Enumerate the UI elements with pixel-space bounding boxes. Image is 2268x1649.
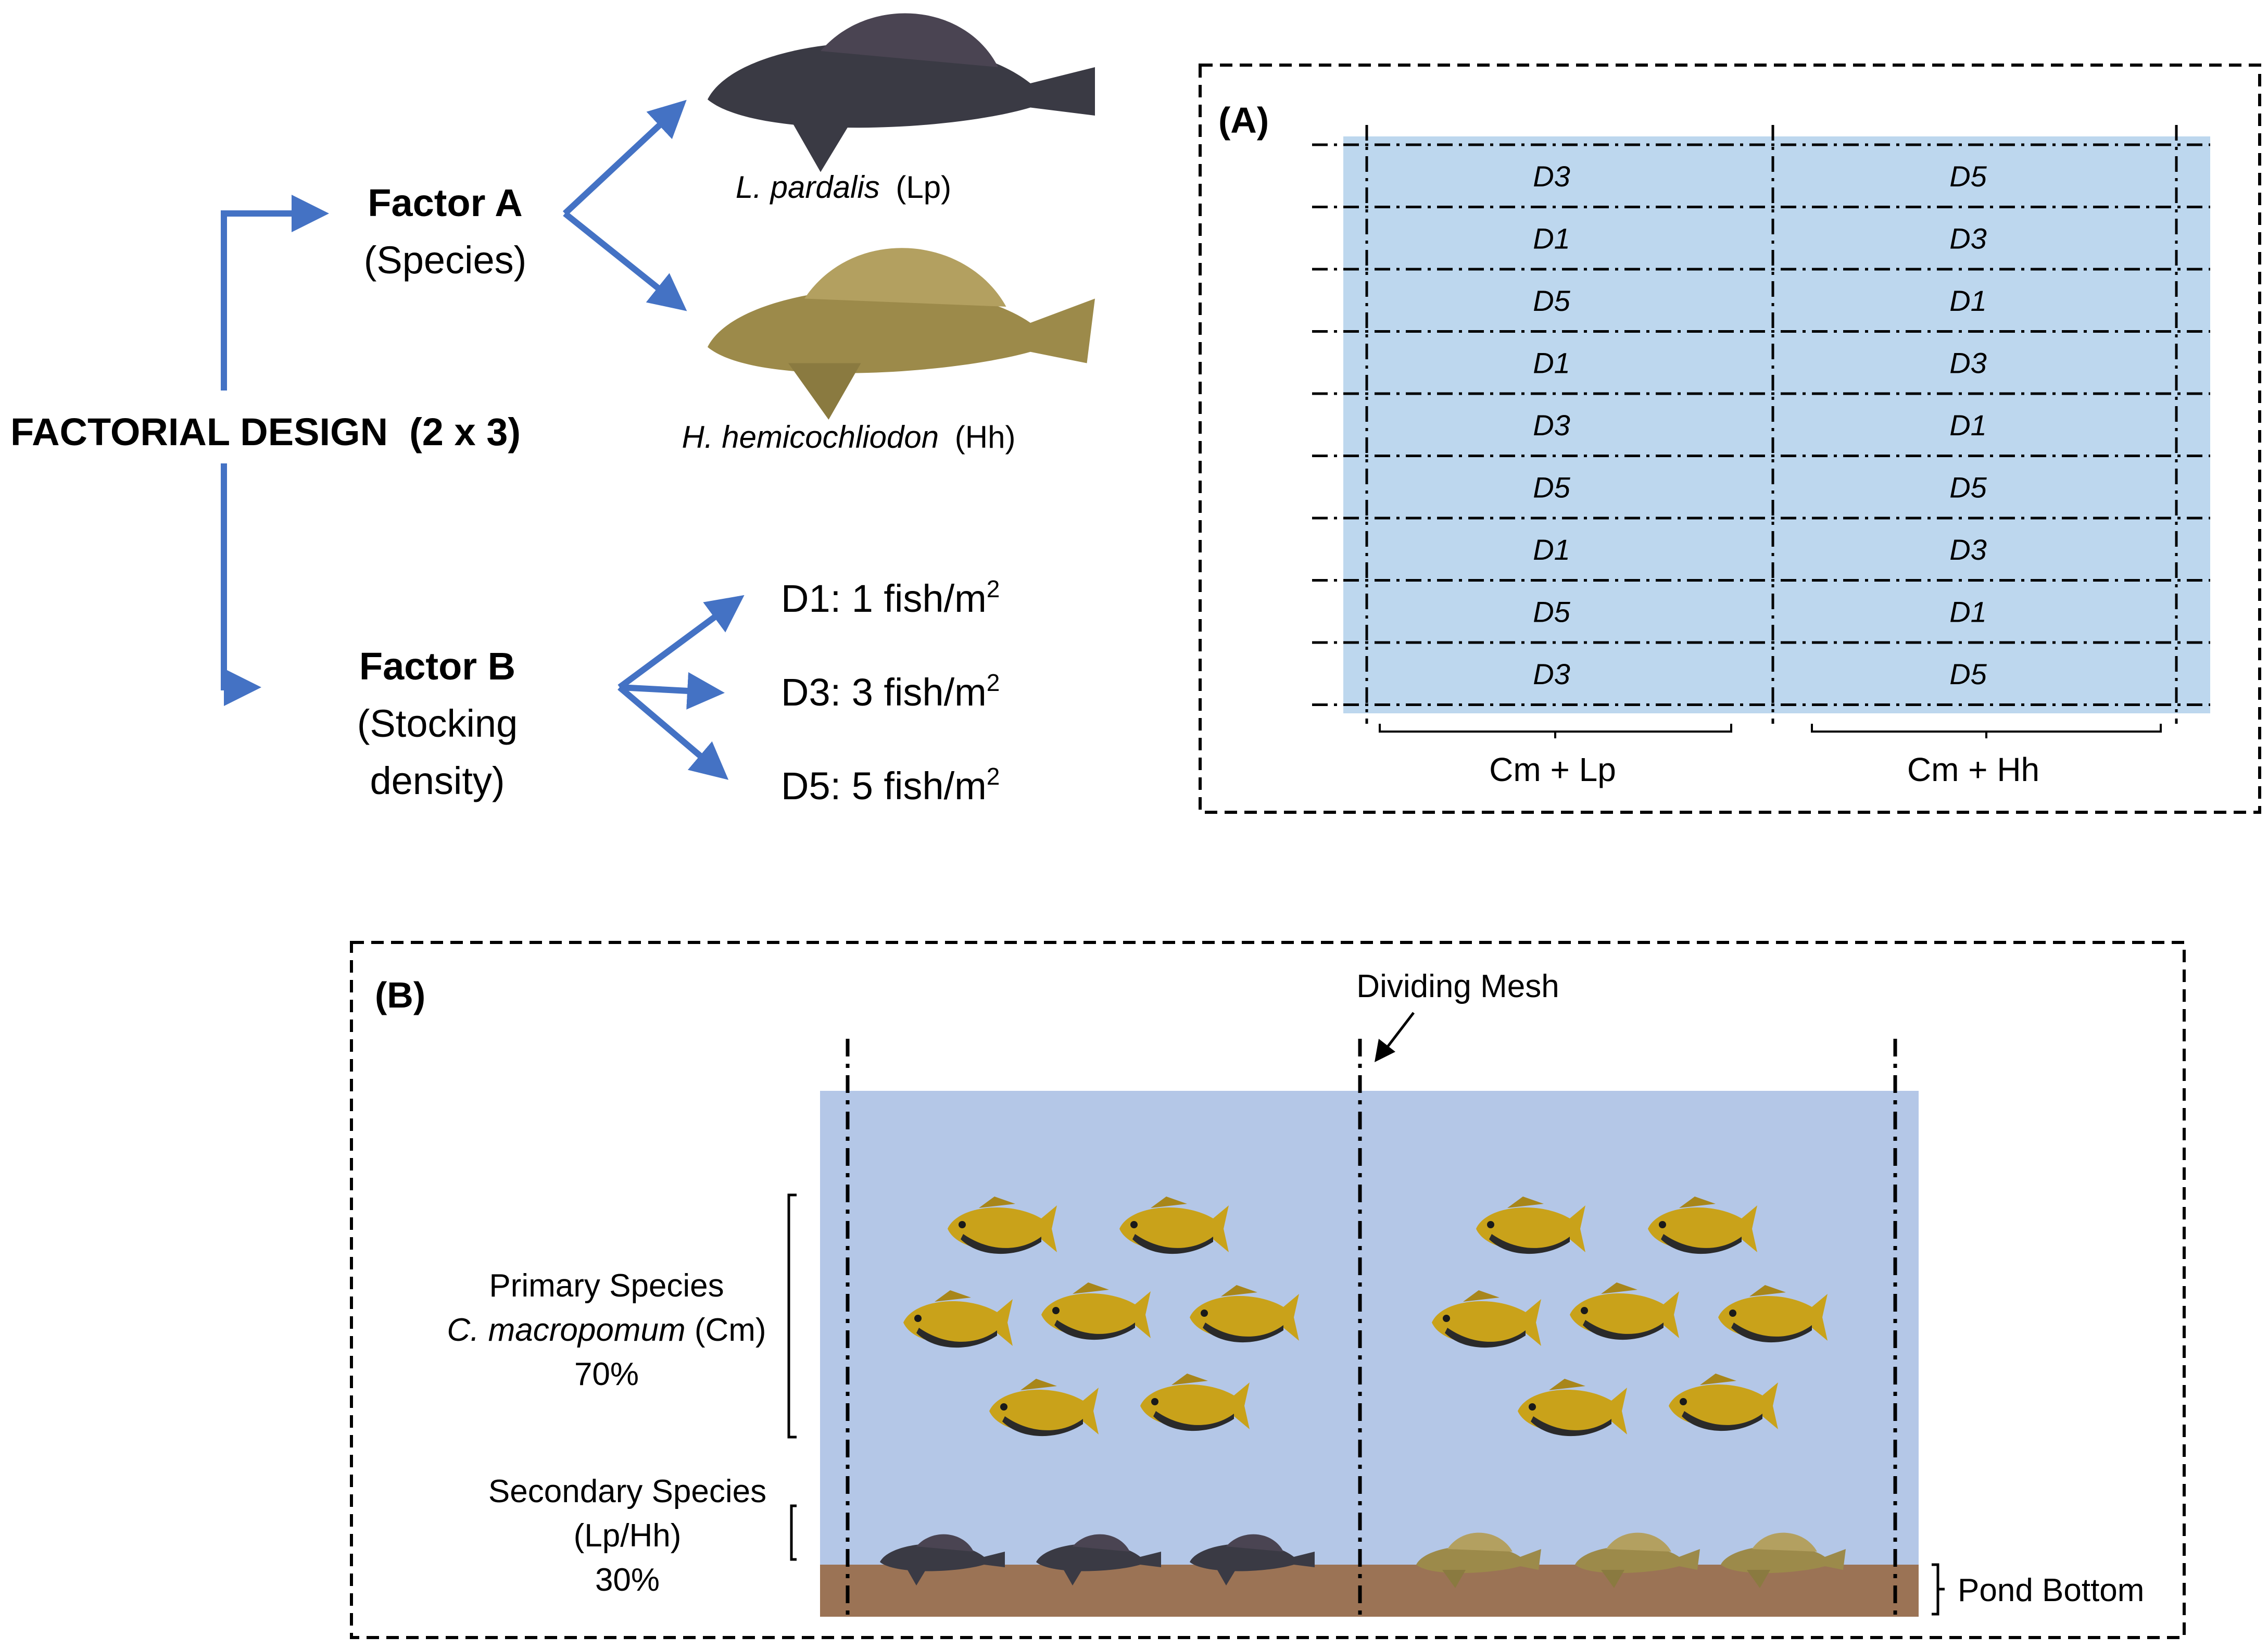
tree-connector-down bbox=[221, 463, 261, 706]
panel-a-grid-rows bbox=[1312, 143, 2210, 706]
lp-species-label: L. pardalis (Lp) bbox=[736, 170, 951, 205]
plot-left-1: D1 bbox=[1533, 222, 1570, 255]
density-d3: D3: 3 fish/m2 bbox=[781, 669, 1000, 714]
tree-connector-up bbox=[221, 195, 329, 391]
factor-a-desc: (Species) bbox=[364, 238, 527, 282]
density-d5: D5: 5 fish/m2 bbox=[781, 763, 1000, 808]
factor-a-name: Factor A bbox=[368, 181, 522, 224]
left-group-label: Cm + Lp bbox=[1489, 751, 1616, 788]
panel-b: (B) Dividing Mesh bbox=[350, 941, 2186, 1639]
panel-a: (A) D3D1D5D1D3D5D1D5D3D5D3D1D3D1D5D3D1D5… bbox=[1199, 64, 2261, 814]
brace-left-group bbox=[1379, 724, 1732, 738]
plot-left-3: D1 bbox=[1533, 347, 1570, 380]
secondary-species-label: Secondary Species bbox=[488, 1474, 766, 1509]
panel-a-label: (A) bbox=[1218, 100, 1269, 141]
factor-b-desc-line2: density) bbox=[370, 759, 505, 802]
primary-species-bracket bbox=[787, 1193, 797, 1439]
arrow-to-d3 bbox=[619, 672, 725, 710]
primary-species-pct: 70% bbox=[574, 1356, 639, 1392]
arrow-to-lp bbox=[562, 99, 687, 216]
lp-species-code: (Lp) bbox=[896, 170, 951, 205]
panel-b-label: (B) bbox=[375, 975, 425, 1015]
plot-right-7: D1 bbox=[1949, 596, 1987, 628]
arrow-to-hh bbox=[563, 211, 687, 311]
plot-right-0: D5 bbox=[1949, 160, 1987, 193]
secondary-species-bracket bbox=[790, 1504, 797, 1561]
secondary-species-pct: 30% bbox=[595, 1562, 660, 1598]
lp-fish-illustration bbox=[708, 13, 1095, 172]
panel-a-frame bbox=[1199, 64, 2261, 814]
lp-species-name: L. pardalis bbox=[736, 170, 880, 205]
arrow-to-d5 bbox=[618, 685, 729, 780]
pond-bottom-bracket bbox=[1932, 1563, 1945, 1616]
plot-left-0: D3 bbox=[1533, 160, 1570, 193]
factor-b-name: Factor B bbox=[359, 645, 515, 688]
dividing-mesh-pointer-head bbox=[1375, 1039, 1395, 1062]
primary-species-name: C. macropomum bbox=[447, 1312, 685, 1348]
plot-left-8: D3 bbox=[1533, 658, 1570, 690]
plot-right-8: D5 bbox=[1949, 658, 1987, 690]
plot-left-2: D5 bbox=[1533, 284, 1570, 317]
panel-b-frame bbox=[350, 941, 2186, 1639]
pond-bottom-label: Pond Bottom bbox=[1958, 1572, 2144, 1608]
density-d1: D1: 1 fish/m2 bbox=[781, 575, 1000, 620]
primary-species-label: Primary Species bbox=[489, 1268, 724, 1304]
hh-species-label: H. hemicochliodon (Hh) bbox=[682, 420, 1016, 455]
right-group-label: Cm + Hh bbox=[1907, 751, 2039, 788]
pond-bottom bbox=[820, 1565, 1919, 1617]
plot-right-1: D3 bbox=[1949, 222, 1987, 255]
plot-left-5: D5 bbox=[1533, 471, 1570, 504]
primary-species-name-line: C. macropomum (Cm) bbox=[447, 1312, 766, 1348]
dividing-mesh-label: Dividing Mesh bbox=[1356, 968, 1559, 1004]
plot-left-4: D3 bbox=[1533, 409, 1570, 442]
secondary-species-codes: (Lp/Hh) bbox=[574, 1518, 682, 1554]
plot-right-4: D1 bbox=[1949, 409, 1987, 442]
plot-left-7: D5 bbox=[1533, 596, 1570, 628]
arrow-to-d1 bbox=[618, 595, 745, 690]
plot-right-3: D3 bbox=[1949, 347, 1987, 380]
plot-left-6: D1 bbox=[1533, 533, 1570, 566]
plot-right-2: D1 bbox=[1949, 284, 1987, 317]
design-title: FACTORIAL DESIGN (2 x 3) bbox=[10, 410, 521, 454]
factorial-tree: FACTORIAL DESIGN (2 x 3) Factor A (Speci… bbox=[10, 13, 1095, 808]
hh-fish-illustration bbox=[708, 248, 1095, 420]
plot-right-5: D5 bbox=[1949, 471, 1987, 504]
hh-species-code: (Hh) bbox=[955, 420, 1016, 455]
brace-right-group bbox=[1811, 724, 2162, 738]
plot-right-6: D3 bbox=[1949, 533, 1987, 566]
hh-species-name: H. hemicochliodon bbox=[682, 420, 939, 455]
panel-a-pond-area bbox=[1343, 136, 2210, 713]
primary-species-code: (Cm) bbox=[686, 1312, 766, 1348]
factor-b-desc-line1: (Stocking bbox=[357, 702, 518, 745]
